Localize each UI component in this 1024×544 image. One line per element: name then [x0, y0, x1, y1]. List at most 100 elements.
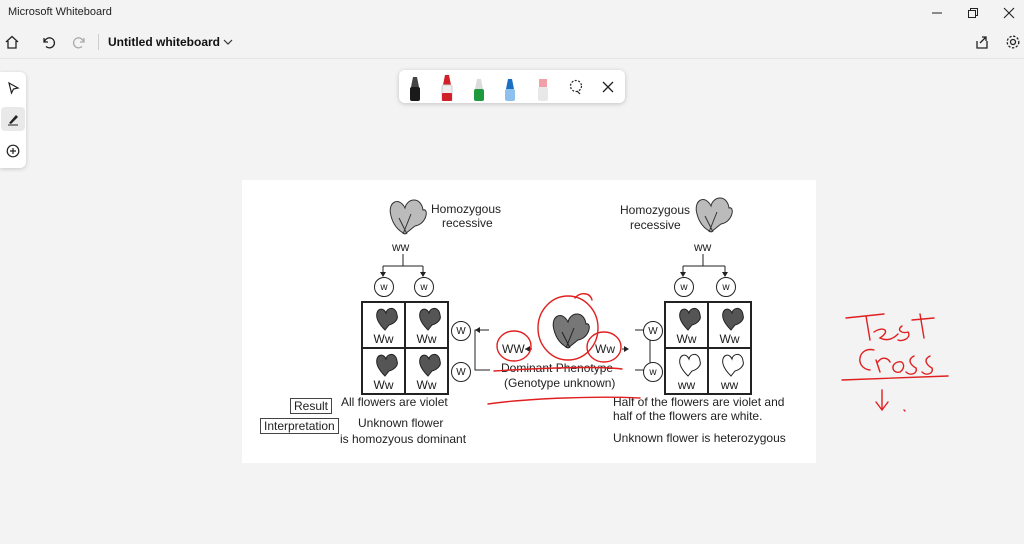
- inserted-diagram-image[interactable]: Homozygous recessive ww Homozygous reces…: [242, 180, 816, 463]
- flower-icon: [722, 307, 744, 331]
- right-parent-label-1: Homozygous: [620, 203, 691, 217]
- left-result-text: All flowers are violet: [341, 395, 448, 409]
- minimize-icon: [932, 12, 942, 14]
- restore-button[interactable]: [956, 2, 990, 24]
- ink-underline: [841, 375, 949, 381]
- interpretation-label: Interpretation: [260, 418, 339, 434]
- title-dropdown-button[interactable]: [216, 30, 240, 54]
- select-tool-button[interactable]: [1, 76, 25, 100]
- punnett-cell: Ww: [405, 348, 448, 394]
- punnett-cell: ww: [665, 348, 708, 394]
- punnett-cell: Ww: [405, 302, 448, 348]
- flower-icon: [376, 353, 398, 377]
- right-parent-genotype: ww: [694, 240, 712, 254]
- center-left-genotype: WW: [502, 342, 525, 356]
- unknown-flower-icon: [552, 313, 590, 349]
- punnett-cell: Ww: [665, 302, 708, 348]
- left-punnett-square: Ww Ww Ww Ww: [361, 301, 449, 395]
- gamete-circle: w: [374, 277, 394, 297]
- flower-icon: [679, 307, 701, 331]
- ink-letter: [892, 360, 905, 373]
- right-result-1: Half of the flowers are violet and: [613, 395, 785, 409]
- select-arrow-icon: [8, 81, 20, 95]
- ink-letter: [859, 348, 875, 371]
- restore-icon: [968, 8, 978, 18]
- center-right-genotype: Ww: [595, 342, 615, 356]
- result-label: Result: [290, 398, 333, 414]
- chevron-down-icon: [223, 39, 233, 45]
- side-gamete-circle: W: [451, 362, 471, 382]
- right-parent-label-2: recessive: [630, 218, 681, 232]
- pen-tray: [399, 70, 625, 103]
- tool-panel: [0, 72, 26, 168]
- side-gamete-circle: W: [643, 321, 663, 341]
- undo-button[interactable]: [36, 30, 60, 54]
- punnett-cell: Ww: [708, 302, 751, 348]
- flower-icon: [419, 353, 441, 377]
- lasso-icon: [569, 79, 583, 95]
- inking-pen-icon: [8, 115, 18, 126]
- ink-letter: [875, 357, 891, 373]
- highlighter[interactable]: [536, 75, 550, 101]
- minimize-button[interactable]: [920, 2, 954, 24]
- add-icon: [6, 144, 20, 158]
- center-label-1: Dominant Phenotype: [501, 361, 614, 375]
- ink-arrow: [875, 389, 889, 412]
- gamete-circle: w: [414, 277, 434, 297]
- settings-button[interactable]: [1001, 30, 1024, 54]
- document-title[interactable]: Untitled whiteboard: [108, 35, 220, 49]
- ink-letter: [905, 355, 918, 375]
- home-icon: [5, 35, 19, 49]
- flower-icon: [722, 353, 744, 377]
- ink-letter: [897, 325, 910, 342]
- center-label-2: (Genotype unknown): [504, 376, 616, 390]
- inking-tool-button[interactable]: [1, 107, 25, 131]
- app-toolbar: Untitled whiteboard: [0, 26, 1024, 59]
- gear-icon: [1006, 35, 1020, 49]
- punnett-cell: ww: [708, 348, 751, 394]
- pen-green[interactable]: [472, 75, 486, 101]
- redo-button[interactable]: [68, 30, 92, 54]
- redo-icon: [72, 37, 85, 49]
- left-parent-flower-icon: [389, 199, 427, 235]
- left-interpretation-2: is homozyous dominant: [340, 432, 467, 446]
- share-button[interactable]: [970, 30, 994, 54]
- side-gamete-circle: W: [451, 321, 471, 341]
- flower-icon: [376, 307, 398, 331]
- left-parent-label-2: recessive: [442, 216, 493, 230]
- left-interpretation-1: Unknown flower: [358, 416, 444, 430]
- right-interpretation: Unknown flower is heterozygous: [613, 431, 786, 445]
- punnett-cell: Ww: [362, 302, 405, 348]
- gamete-circle: w: [674, 277, 694, 297]
- close-tray-button[interactable]: [597, 76, 619, 98]
- right-result-2: half of the flowers are white.: [613, 409, 763, 423]
- ink-letter: [911, 313, 935, 339]
- ink-dot: [903, 409, 906, 412]
- right-punnett-square: Ww Ww ww ww: [664, 301, 752, 395]
- title-bar: Microsoft Whiteboard: [0, 0, 1024, 26]
- close-window-button[interactable]: [992, 2, 1024, 24]
- ink-letter: [921, 355, 934, 375]
- ink-letter: [873, 328, 899, 341]
- flower-icon: [419, 307, 441, 331]
- punnett-cell: Ww: [362, 348, 405, 394]
- flower-icon: [679, 353, 701, 377]
- close-icon: [602, 81, 614, 93]
- pen-red[interactable]: [440, 75, 454, 101]
- close-icon: [1003, 7, 1015, 19]
- lasso-button[interactable]: [565, 76, 587, 98]
- pen-blue[interactable]: [503, 75, 517, 101]
- toolbar-separator: [98, 34, 99, 50]
- undo-icon: [43, 37, 56, 49]
- app-title: Microsoft Whiteboard: [8, 6, 112, 18]
- add-button[interactable]: [1, 139, 25, 163]
- right-parent-flower-icon: [695, 197, 733, 233]
- share-icon: [976, 36, 988, 49]
- gamete-circle: w: [716, 277, 736, 297]
- ink-letter: [845, 313, 885, 341]
- home-button[interactable]: [0, 30, 24, 54]
- left-parent-label-1: Homozygous: [431, 202, 502, 216]
- left-parent-genotype: ww: [392, 240, 410, 254]
- pen-black[interactable]: [408, 75, 422, 101]
- side-gamete-circle: w: [643, 362, 663, 382]
